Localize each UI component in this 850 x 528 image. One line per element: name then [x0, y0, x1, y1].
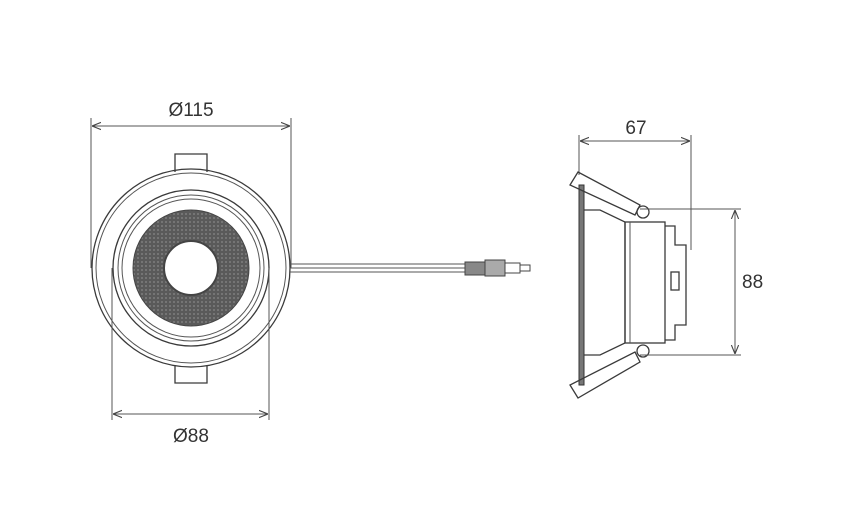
cutout-diameter-dimension: Ø88: [111, 268, 270, 447]
led-center: [163, 240, 219, 296]
top-tab: [174, 153, 208, 172]
driver-box: [665, 225, 687, 341]
height-label: 88: [742, 272, 763, 293]
outer-diameter-label: Ø115: [168, 100, 213, 121]
trim-flange: [578, 184, 585, 386]
cutout-diameter-label: Ø88: [173, 426, 209, 447]
outer-diameter-dimension: Ø115: [90, 100, 292, 268]
housing: [624, 221, 666, 344]
front-view: Ø115 Ø88: [90, 100, 531, 447]
depth-label: 67: [625, 118, 646, 139]
bottom-spring: [569, 351, 641, 399]
side-view: 67 88: [569, 118, 763, 399]
bottom-tab: [174, 365, 208, 384]
cable-connector: [290, 259, 531, 277]
top-spring: [569, 171, 641, 216]
